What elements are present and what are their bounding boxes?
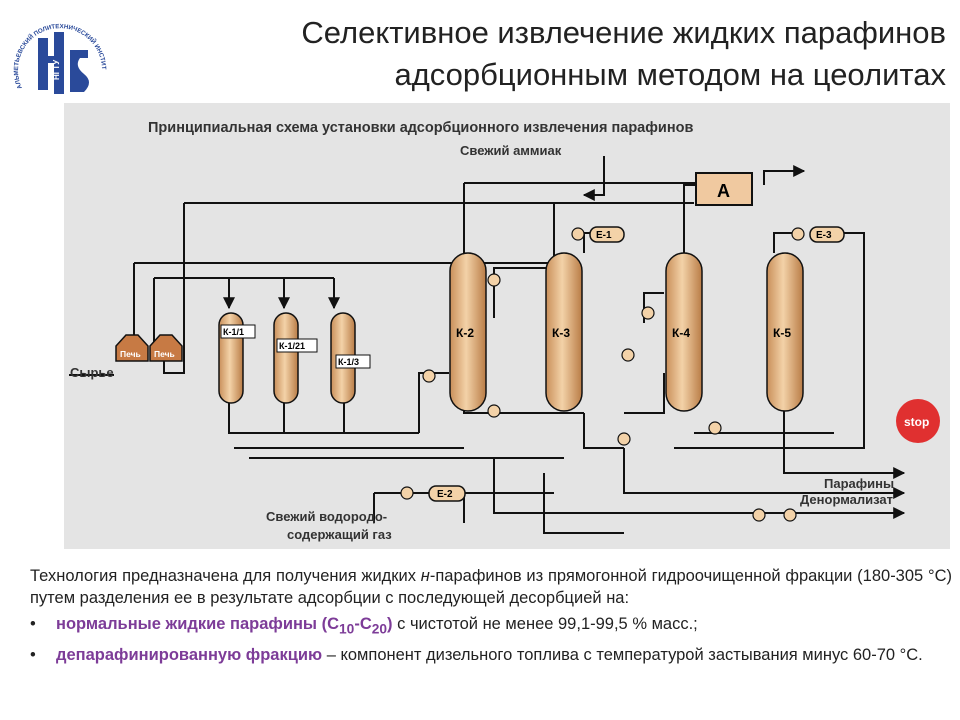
diagram-heading: Принципиальная схема установки адсорбцио… [148, 120, 693, 136]
bullet-paraffins: • нормальные жидкие парафины (С10-С20) с… [30, 613, 952, 640]
k1-1-tag: К-1/1 [220, 324, 256, 339]
title-line-1: Селективное извлечение жидких парафинов [301, 15, 946, 50]
svg-text:К-1/21: К-1/21 [279, 341, 305, 351]
description-intro: Технология предназначена для получения ж… [30, 567, 952, 607]
column-k2 [449, 252, 487, 412]
svg-text:А: А [717, 181, 730, 201]
svg-text:stop: stop [904, 415, 929, 429]
bullet-2-highlight: депарафинированную фракцию [56, 646, 323, 665]
column-k4 [665, 252, 703, 412]
k1-2-tag: К-1/21 [276, 338, 318, 353]
adsorber-k1-2 [273, 312, 299, 404]
institute-logo: АЛЬМЕТЬЕВСКИЙ ПОЛИТЕХНИЧЕСКИЙ ИНСТИТУТ Н… [8, 5, 110, 110]
bullet-1-text: с чистотой не менее 99,1-99,5 % масс.; [392, 615, 698, 633]
svg-text:Е-2: Е-2 [437, 489, 453, 500]
feed-label: Сырье [70, 365, 114, 380]
vessel-e1: Е-1 [589, 226, 625, 243]
column-k5 [766, 252, 804, 412]
heat-exchangers [400, 227, 805, 522]
k5-label: К-5 [773, 326, 791, 340]
paraffins-label: Парафины [824, 476, 894, 491]
title-line-2: адсорбционным методом на цеолитах [394, 57, 946, 92]
bullet-2-text: – компонент дизельного топлива с темпера… [322, 646, 923, 665]
process-flow-diagram: Принципиальная схема установки адсорбцио… [64, 103, 950, 549]
furnace-1-label: Печь [120, 349, 141, 359]
furnace-1: Печь [115, 334, 149, 362]
vessel-e2: Е-2 [428, 485, 466, 502]
furnace-2-label: Печь [154, 349, 175, 359]
slide-title: Селективное извлечение жидких парафинов … [186, 12, 946, 96]
bullet-1-highlight: нормальные жидкие парафины (С10-С20) [56, 615, 393, 637]
bullet-2-symbol: • [30, 646, 36, 665]
fresh-ammonia-label: Свежий аммиак [460, 143, 562, 158]
svg-text:Е-3: Е-3 [816, 230, 832, 241]
bullet-1-symbol: • [30, 615, 36, 633]
k4-label: К-4 [672, 326, 690, 340]
logo-abbr: НГТУ [52, 59, 61, 80]
vessel-e3: Е-3 [809, 226, 845, 243]
description: Технология предназначена для получения ж… [30, 565, 952, 666]
k3-label: К-3 [552, 326, 570, 340]
k1-3-tag: К-1/3 [335, 354, 371, 369]
svg-text:К-1/1: К-1/1 [223, 327, 244, 337]
column-k3 [545, 252, 583, 412]
bullet-dewaxed: • депарафинированную фракцию – компонент… [30, 644, 952, 666]
apparatus-a: А [695, 172, 753, 206]
k2-label: К-2 [456, 326, 474, 340]
svg-text:К-1/3: К-1/3 [338, 357, 359, 367]
gas-label-line-2: содержащий газ [287, 527, 392, 542]
gas-label-line-1: Свежий водородо- [266, 509, 387, 524]
svg-text:Е-1: Е-1 [596, 230, 612, 241]
stop-button[interactable]: stop [896, 399, 940, 443]
furnace-2: Печь [149, 334, 183, 362]
denormalizate-label: Денормализат [800, 492, 893, 507]
